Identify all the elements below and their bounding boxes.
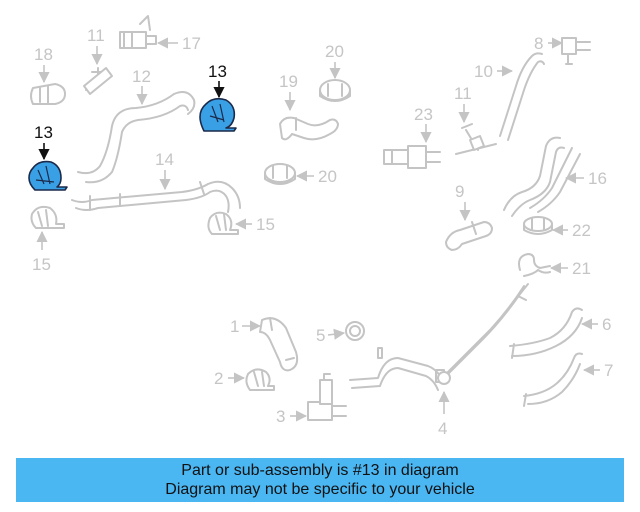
callout-20-top: 20: [325, 42, 344, 61]
callout-2: 2: [214, 369, 223, 388]
part-11-tee-right[interactable]: [455, 123, 497, 155]
callout-11-right: 11: [454, 84, 472, 103]
part-7-hose[interactable]: [523, 352, 583, 407]
callout-18: 18: [34, 45, 53, 64]
part-8-fitting[interactable]: [561, 37, 591, 65]
callout-17: 17: [182, 34, 201, 53]
part-10-hose[interactable]: [499, 52, 545, 141]
callout-12: 12: [132, 67, 151, 86]
callout-15-left: 15: [32, 255, 51, 274]
part-14-hose[interactable]: [71, 180, 241, 213]
part-21-hose[interactable]: [518, 253, 551, 277]
part-1-hose[interactable]: [259, 317, 299, 372]
callout-11-left: 11: [87, 26, 105, 45]
callout-6: 6: [602, 315, 611, 334]
part-13-clamp-right[interactable]: [199, 97, 237, 132]
parts-diagram: 13 13 18 11 17 12 19: [28, 15, 613, 438]
part-2-clamp[interactable]: [245, 368, 275, 391]
part-11-tee-left[interactable]: [83, 67, 113, 95]
part-12-hose[interactable]: [77, 91, 196, 184]
part-6-hose[interactable]: [509, 307, 583, 359]
part-22-clamp[interactable]: [523, 216, 553, 235]
banner-line-1: Part or sub-assembly is #13 in diagram: [181, 462, 459, 479]
part-3-valve[interactable]: [307, 373, 347, 421]
part-20-clamp-top[interactable]: [319, 79, 351, 102]
info-banner: Part or sub-assembly is #13 in diagram D…: [16, 458, 624, 502]
callout-7: 7: [604, 361, 613, 380]
part-4-pipe-assembly[interactable]: [349, 283, 529, 391]
part-16-hose[interactable]: [503, 136, 581, 217]
banner-line-2: Diagram may not be specific to your vehi…: [165, 481, 475, 498]
callout-9: 9: [455, 182, 464, 201]
part-15-clamp-left[interactable]: [30, 205, 65, 229]
callout-13-right: 13: [208, 62, 227, 81]
callout-20-mid: 20: [318, 167, 337, 186]
callout-1: 1: [230, 317, 239, 336]
part-18-connector[interactable]: [30, 83, 66, 105]
callout-5: 5: [316, 326, 325, 345]
part-13-clamp-left[interactable]: [28, 160, 68, 191]
callout-23: 23: [414, 105, 433, 124]
callout-14: 14: [155, 150, 174, 169]
part-17-valve[interactable]: [119, 15, 157, 49]
callout-22: 22: [572, 221, 591, 240]
part-20-clamp-mid[interactable]: [264, 163, 296, 185]
part-19-hose[interactable]: [279, 116, 339, 141]
callout-16: 16: [588, 169, 607, 188]
callout-8: 8: [534, 34, 543, 53]
callout-15-mid: 15: [256, 215, 275, 234]
part-5-oring[interactable]: [345, 321, 365, 341]
callout-21: 21: [572, 259, 591, 278]
callout-19: 19: [279, 72, 298, 91]
part-23-valve[interactable]: [383, 145, 441, 169]
part-9-hose[interactable]: [445, 221, 493, 251]
callout-4: 4: [438, 419, 447, 438]
callout-3: 3: [276, 407, 285, 426]
callout-10: 10: [474, 62, 493, 81]
part-15-clamp-mid[interactable]: [207, 211, 239, 235]
callout-13-left: 13: [34, 123, 53, 142]
